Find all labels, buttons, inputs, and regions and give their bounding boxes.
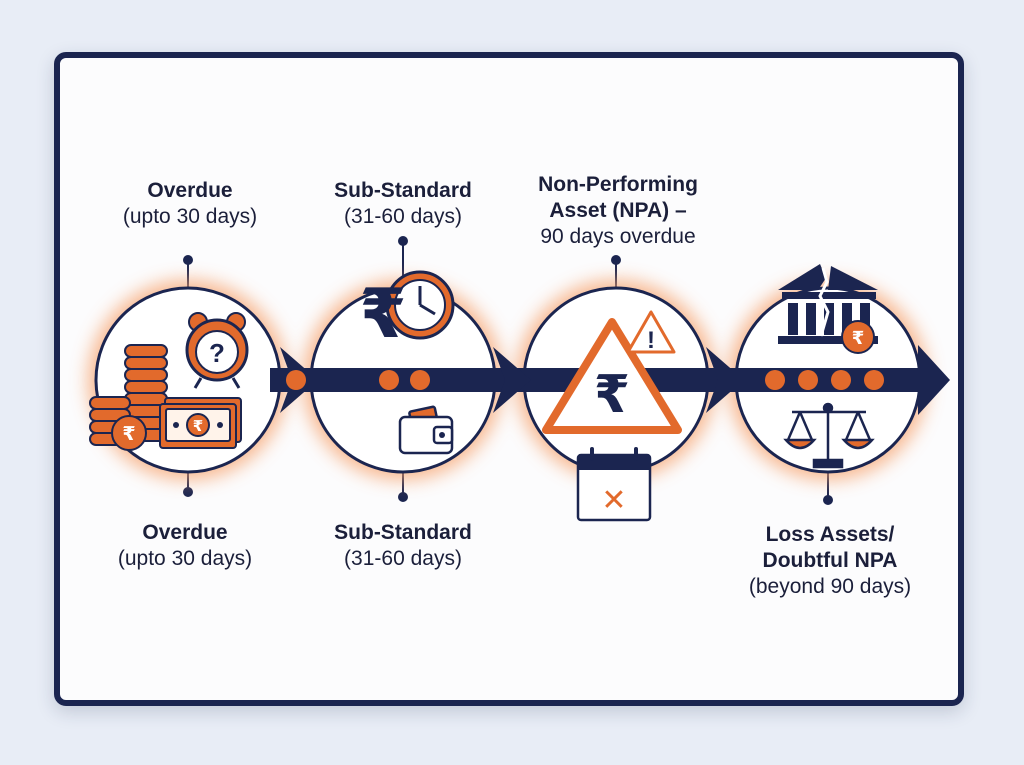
warning-rupee-symbol: ₹ bbox=[594, 365, 630, 425]
alarm-clock-icon bbox=[185, 312, 249, 389]
big-rupee-symbol: ₹ bbox=[359, 275, 406, 354]
coin-rupee-symbol: ₹ bbox=[122, 423, 135, 445]
alarm-question-mark: ? bbox=[209, 338, 225, 368]
label-overdue-top-sub: (upto 30 days) bbox=[122, 205, 258, 228]
label-overdue-bottom-sub: (upto 30 days) bbox=[117, 547, 253, 570]
label-sub-standard-top: Sub-Standard (31-60 days) bbox=[313, 178, 493, 230]
banknote-icon bbox=[159, 397, 242, 449]
label-npa-top: Non-Performing Asset (NPA) – 90 days ove… bbox=[508, 172, 728, 250]
label-npa-top-line2: Asset (NPA) – bbox=[549, 199, 687, 222]
scales-icon bbox=[783, 402, 875, 469]
wallet-icon bbox=[398, 405, 454, 455]
label-loss-bottom-line1: Loss Assets/ bbox=[765, 523, 895, 546]
rupee-clock-icon bbox=[385, 270, 455, 340]
coin-stack-icon bbox=[89, 344, 168, 451]
label-overdue-bottom: Overdue (upto 30 days) bbox=[95, 520, 275, 572]
label-loss-bottom-sub: (beyond 90 days) bbox=[748, 575, 912, 598]
label-sub-standard-bottom-title: Sub-Standard bbox=[334, 521, 472, 544]
warning-exclamation: ! bbox=[647, 327, 655, 354]
label-loss-bottom-line2: Doubtful NPA bbox=[762, 549, 898, 572]
label-sub-standard-top-sub: (31-60 days) bbox=[344, 205, 462, 228]
banknote-rupee-symbol: ₹ bbox=[193, 417, 203, 435]
label-npa-top-line1: Non-Performing bbox=[538, 173, 698, 196]
bank-rupee-symbol: ₹ bbox=[852, 328, 865, 349]
label-overdue-top: Overdue (upto 30 days) bbox=[100, 178, 280, 230]
label-sub-standard-top-title: Sub-Standard bbox=[334, 179, 472, 202]
calendar-cross-mark: ✕ bbox=[601, 483, 626, 518]
label-loss-bottom: Loss Assets/ Doubtful NPA (beyond 90 day… bbox=[720, 522, 940, 600]
label-npa-top-sub: 90 days overdue bbox=[540, 225, 696, 248]
label-sub-standard-bottom: Sub-Standard (31-60 days) bbox=[313, 520, 493, 572]
broken-bank-icon bbox=[778, 264, 878, 354]
warning-triangle-icon bbox=[542, 310, 682, 434]
progress-dots bbox=[286, 370, 884, 390]
label-overdue-bottom-title: Overdue bbox=[142, 521, 228, 544]
label-sub-standard-bottom-sub: (31-60 days) bbox=[344, 547, 462, 570]
calendar-cross-icon bbox=[576, 447, 652, 522]
label-overdue-top-title: Overdue bbox=[147, 179, 233, 202]
